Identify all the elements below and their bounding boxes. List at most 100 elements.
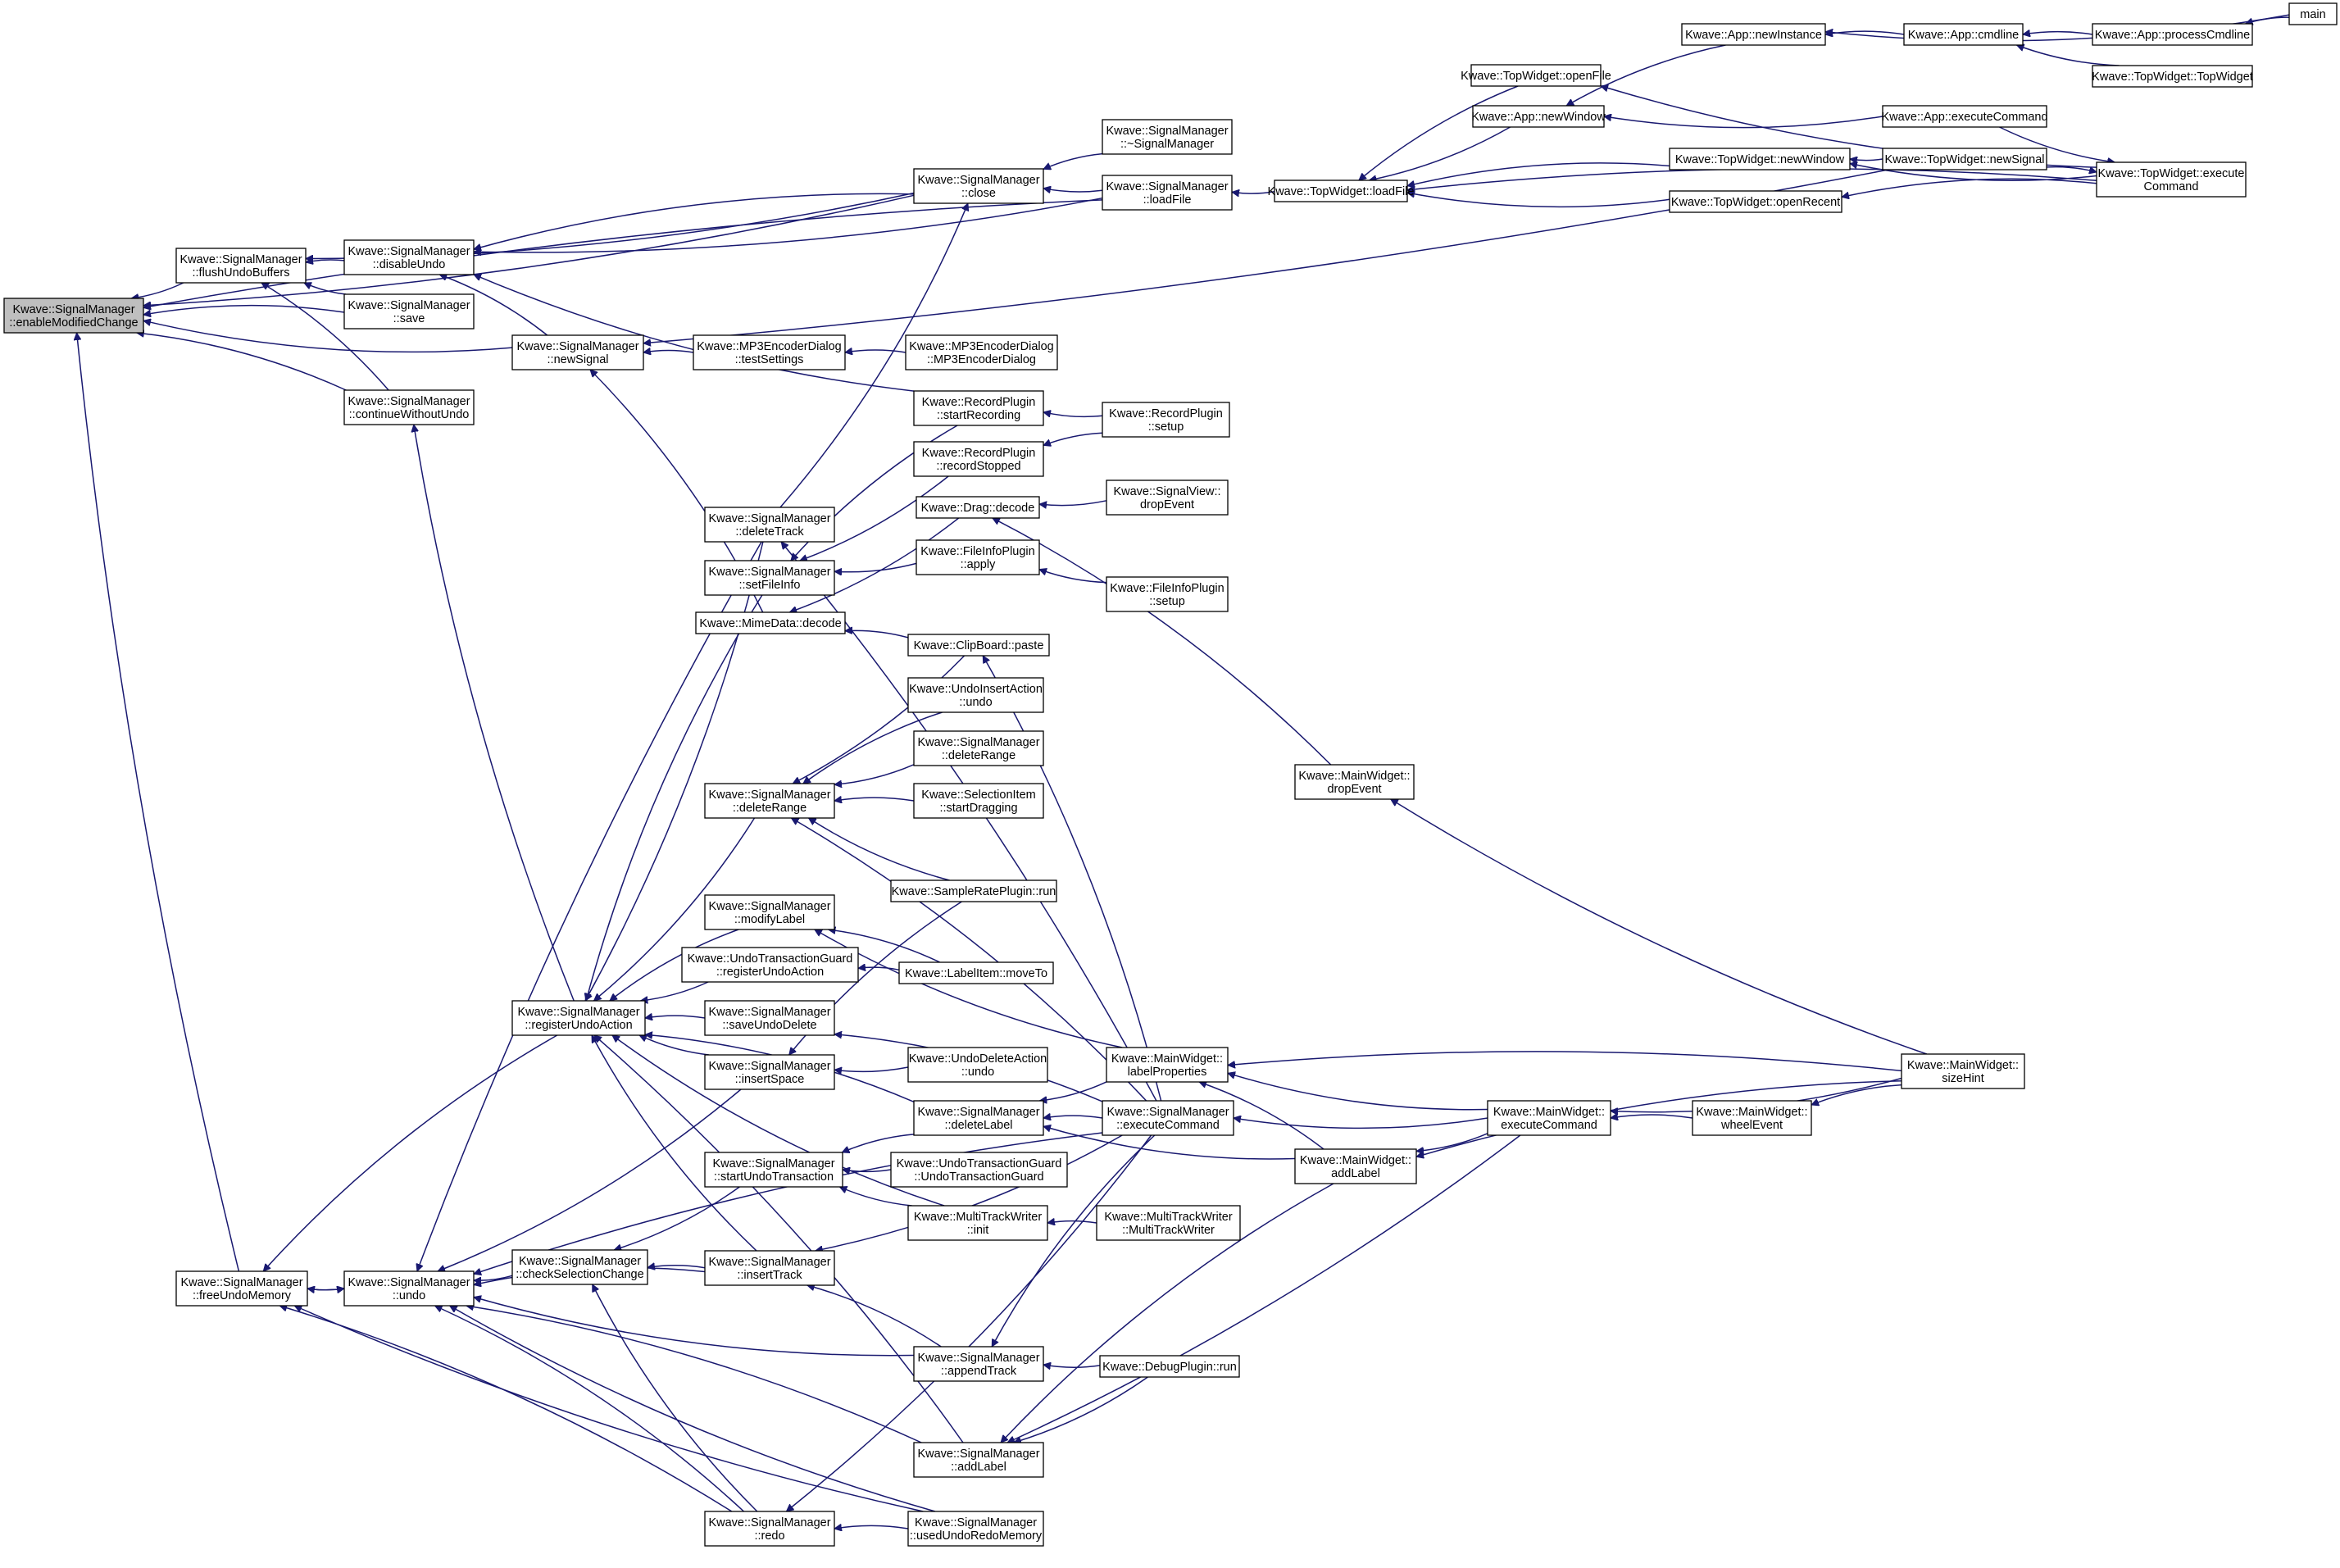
call-edge bbox=[1047, 1221, 1097, 1223]
node-twOpenFile[interactable]: Kwave::TopWidget::openFile bbox=[1461, 64, 1611, 87]
node-siStartDragging[interactable]: Kwave::SelectionItem::startDragging bbox=[913, 783, 1044, 819]
call-edge bbox=[1043, 1116, 1103, 1118]
node-mwLabelProps[interactable]: Kwave::MainWidget::labelProperties bbox=[1106, 1047, 1229, 1083]
node-label: ::addLabel bbox=[951, 1461, 1006, 1474]
node-mwSizeHint[interactable]: Kwave::MainWidget::sizeHint bbox=[1901, 1053, 2025, 1089]
call-edges bbox=[77, 14, 2290, 1529]
node-smSetFileInfo[interactable]: Kwave::SignalManager::setFileInfo bbox=[704, 560, 835, 596]
node-smUndo[interactable]: Kwave::SignalManager::undo bbox=[343, 1270, 475, 1307]
node-smCheckSel[interactable]: Kwave::SignalManager::checkSelectionChan… bbox=[511, 1249, 648, 1285]
node-dragDecode[interactable]: Kwave::Drag::decode bbox=[916, 496, 1040, 519]
node-flushUndoBuffers[interactable]: Kwave::SignalManager::flushUndoBuffers bbox=[175, 248, 307, 284]
node-twTopWidget[interactable]: Kwave::TopWidget::TopWidget bbox=[2092, 65, 2253, 88]
node-label: Kwave::SignalManager bbox=[708, 1256, 830, 1269]
node-appNewWindow[interactable]: Kwave::App::newWindow bbox=[1471, 105, 1606, 128]
node-twNewWindow[interactable]: Kwave::TopWidget::newWindow bbox=[1669, 148, 1851, 170]
node-box bbox=[704, 894, 835, 930]
node-smExecuteCommand[interactable]: Kwave::SignalManager::executeCommand bbox=[1102, 1100, 1234, 1136]
node-svDropEvent[interactable]: Kwave::SignalView::dropEvent bbox=[1106, 479, 1229, 516]
call-edge bbox=[993, 517, 1332, 766]
node-label: ::recordStopped bbox=[936, 460, 1020, 473]
call-edge bbox=[1228, 1073, 1488, 1111]
node-uiaUndo[interactable]: Kwave::UndoInsertAction::undo bbox=[907, 677, 1044, 713]
node-smSaveUndoDelete[interactable]: Kwave::SignalManager::saveUndoDelete bbox=[704, 1000, 835, 1036]
node-smClose[interactable]: Kwave::SignalManager::close bbox=[913, 168, 1044, 204]
call-edge bbox=[647, 1266, 706, 1268]
node-smRedo[interactable]: Kwave::SignalManager::redo bbox=[704, 1511, 835, 1547]
node-appNewInstance[interactable]: Kwave::App::newInstance bbox=[1681, 23, 1826, 46]
node-twOpenRecent[interactable]: Kwave::TopWidget::openRecent bbox=[1669, 190, 1842, 213]
node-mwDropEvent[interactable]: Kwave::MainWidget::dropEvent bbox=[1294, 764, 1415, 800]
node-cbPaste[interactable]: Kwave::ClipBoard::paste bbox=[907, 634, 1050, 657]
node-appProcessCmdline[interactable]: Kwave::App::processCmdline bbox=[2092, 23, 2253, 46]
node-smUsedUndo[interactable]: Kwave::SignalManager::usedUndoRedoMemory bbox=[907, 1511, 1044, 1547]
node-twLoadFile[interactable]: Kwave::TopWidget::loadFile bbox=[1268, 180, 1415, 202]
node-smStartUndo[interactable]: Kwave::SignalManager::startUndoTransacti… bbox=[704, 1152, 843, 1188]
node-utgCtor[interactable]: Kwave::UndoTransactionGuard::UndoTransac… bbox=[890, 1152, 1068, 1188]
node-mwAddLabel[interactable]: Kwave::MainWidget::addLabel bbox=[1294, 1148, 1417, 1184]
node-appCmdline[interactable]: Kwave::App::cmdline bbox=[1903, 23, 2024, 46]
node-twExecuteCommand[interactable]: Kwave::TopWidget::executeCommand bbox=[2096, 161, 2247, 198]
node-smModifyLabel[interactable]: Kwave::SignalManager::modifyLabel bbox=[704, 894, 835, 930]
node-mwExecuteCommand[interactable]: Kwave::MainWidget::executeCommand bbox=[1487, 1100, 1611, 1136]
node-dbgRun[interactable]: Kwave::DebugPlugin::run bbox=[1099, 1355, 1240, 1378]
node-box bbox=[2092, 65, 2253, 88]
node-enableModifiedChange[interactable]: Kwave::SignalManager::enableModifiedChan… bbox=[3, 298, 144, 334]
node-smLoadFile[interactable]: Kwave::SignalManager::loadFile bbox=[1102, 175, 1233, 211]
node-appExecuteCommand[interactable]: Kwave::App::executeCommand bbox=[1881, 105, 2048, 128]
node-label: Kwave::App::cmdline bbox=[1908, 29, 2019, 42]
node-label: ::insertSpace bbox=[735, 1073, 805, 1086]
node-label: Kwave::SignalManager bbox=[708, 900, 830, 913]
node-recStopped[interactable]: Kwave::RecordPlugin::recordStopped bbox=[913, 441, 1044, 477]
node-smSave[interactable]: Kwave::SignalManager::save bbox=[343, 293, 475, 330]
node-label: labelProperties bbox=[1128, 1066, 1207, 1079]
node-label: ::flushUndoBuffers bbox=[192, 266, 289, 280]
node-smFreeUndoMemory[interactable]: Kwave::SignalManager::freeUndoMemory bbox=[175, 1270, 308, 1307]
node-smDeleteTrack[interactable]: Kwave::SignalManager::deleteTrack bbox=[704, 507, 835, 543]
call-edge bbox=[643, 351, 694, 352]
node-mp3TestSettings[interactable]: Kwave::MP3EncoderDialog::testSettings bbox=[693, 334, 846, 370]
node-box bbox=[704, 1152, 843, 1188]
node-box bbox=[913, 390, 1044, 426]
call-edge bbox=[845, 350, 906, 352]
node-liMoveTo[interactable]: Kwave::LabelItem::moveTo bbox=[898, 961, 1054, 984]
node-label: Kwave::FileInfoPlugin bbox=[920, 545, 1034, 558]
node-utgRegister[interactable]: Kwave::UndoTransactionGuard::registerUnd… bbox=[681, 947, 859, 983]
node-smDeleteLabel[interactable]: Kwave::SignalManager::deleteLabel bbox=[913, 1100, 1044, 1136]
node-smInsertSpace[interactable]: Kwave::SignalManager::insertSpace bbox=[704, 1054, 835, 1090]
node-label: dropEvent bbox=[1327, 783, 1381, 796]
node-smDeleteRange[interactable]: Kwave::SignalManager::deleteRange bbox=[704, 783, 835, 819]
call-edge bbox=[843, 1170, 892, 1171]
node-label: ::appendTrack bbox=[941, 1365, 1017, 1378]
node-smRegisterUndo[interactable]: Kwave::SignalManager::registerUndoAction bbox=[511, 1000, 646, 1036]
node-continueWithoutUndo[interactable]: Kwave::SignalManager::continueWithoutUnd… bbox=[343, 389, 475, 425]
node-disableUndo[interactable]: Kwave::SignalManager::disableUndo bbox=[343, 239, 475, 275]
node-udaUndo[interactable]: Kwave::UndoDeleteAction::undo bbox=[907, 1047, 1048, 1083]
node-twNewSignal[interactable]: Kwave::TopWidget::newSignal bbox=[1882, 148, 2047, 170]
node-label: Kwave::MP3EncoderDialog bbox=[909, 340, 1054, 353]
node-recStartRecording[interactable]: Kwave::RecordPlugin::startRecording bbox=[913, 390, 1044, 426]
node-smNewSignal[interactable]: Kwave::SignalManager::newSignal bbox=[511, 334, 644, 370]
node-mwWheelEvent[interactable]: Kwave::MainWidget::wheelEvent bbox=[1692, 1100, 1812, 1136]
node-mp3Dialog[interactable]: Kwave::MP3EncoderDialog::MP3EncoderDialo… bbox=[905, 334, 1058, 370]
node-label: Kwave::SignalManager bbox=[708, 512, 830, 525]
node-label: Kwave::MainWidget:: bbox=[1298, 770, 1410, 783]
node-box bbox=[704, 560, 835, 596]
node-mtwCtor[interactable]: Kwave::MultiTrackWriter::MultiTrackWrite… bbox=[1096, 1205, 1241, 1241]
node-main[interactable]: main bbox=[2288, 2, 2338, 25]
node-box bbox=[913, 168, 1044, 204]
node-fiSetup[interactable]: Kwave::FileInfoPlugin::setup bbox=[1106, 576, 1229, 612]
node-smAppendTrack[interactable]: Kwave::SignalManager::appendTrack bbox=[913, 1346, 1044, 1382]
node-box bbox=[2092, 23, 2253, 46]
node-smDtor[interactable]: Kwave::SignalManager::~SignalManager bbox=[1102, 119, 1233, 155]
node-smInsertTrack[interactable]: Kwave::SignalManager::insertTrack bbox=[704, 1250, 835, 1286]
node-smDeleteRange2[interactable]: Kwave::SignalManager::deleteRange bbox=[913, 730, 1044, 766]
node-box bbox=[175, 1270, 308, 1307]
node-recSetup[interactable]: Kwave::RecordPlugin::setup bbox=[1102, 402, 1230, 438]
node-fiApply[interactable]: Kwave::FileInfoPlugin::apply bbox=[916, 539, 1040, 575]
node-srRun[interactable]: Kwave::SampleRatePlugin::run bbox=[890, 879, 1057, 902]
node-mtwInit[interactable]: Kwave::MultiTrackWriter::init bbox=[907, 1205, 1048, 1241]
node-mimeDecode[interactable]: Kwave::MimeData::decode bbox=[695, 611, 846, 634]
node-box bbox=[2288, 2, 2338, 25]
node-smAddLabel[interactable]: Kwave::SignalManager::addLabel bbox=[913, 1442, 1044, 1478]
